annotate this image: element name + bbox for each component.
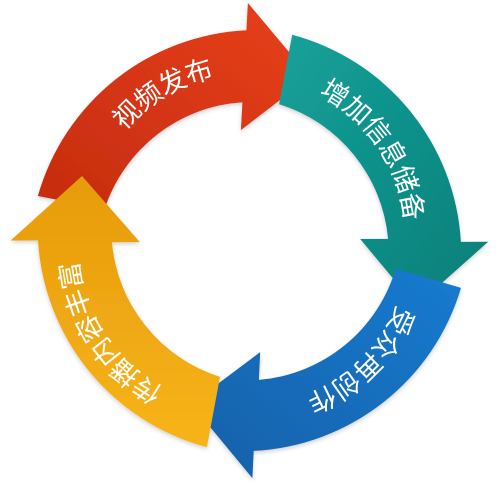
arrow-segment-audience-recreation — [191, 268, 461, 479]
arrow-segment-increase-info-reserve — [279, 34, 489, 306]
arrow-segment-video-publish — [37, 3, 311, 209]
arrow-segment-content-enrichment — [10, 176, 221, 448]
